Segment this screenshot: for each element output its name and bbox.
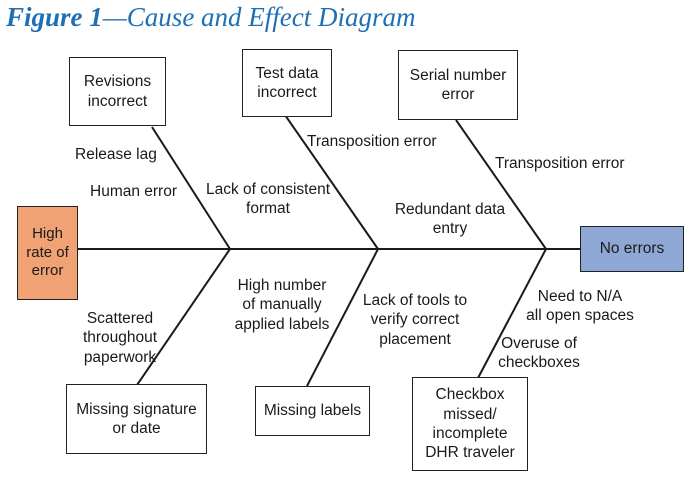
cause-redundant-data-entry: Redundant data entry (394, 201, 506, 238)
missing-labels-box: Missing labels (255, 386, 370, 436)
bone-checkbox (477, 248, 547, 379)
bone-signature (136, 248, 231, 386)
bone-serial (455, 119, 547, 250)
cause-lack-of-consistent-format: Lack of consistent format (205, 181, 331, 218)
revisions-box: Revisions incorrect (69, 57, 166, 126)
cause-transposition-error-test: Transposition error (307, 133, 437, 150)
cause-need-to-na: Need to N/A all open spaces (526, 288, 634, 325)
bone-revisions (151, 126, 231, 250)
cause-scattered-paperwork: Scattered throughout paperwork (82, 310, 158, 366)
cause-release-lag: Release lag (75, 146, 157, 163)
cause-lack-of-tools: Lack of tools to verify correct placemen… (362, 292, 468, 348)
problem-box: High rate of error (17, 206, 78, 300)
cause-manual-labels: High number of manually applied labels (234, 277, 330, 333)
title-dash: — (102, 2, 127, 32)
cause-overuse-checkboxes: Overuse of checkboxes (498, 335, 580, 372)
bone-test-data (284, 114, 379, 250)
bone-labels (306, 248, 379, 387)
effect-box: No errors (580, 226, 684, 272)
cause-transposition-error-serial: Transposition error (495, 155, 625, 172)
missing-signature-box: Missing signature or date (66, 384, 207, 454)
figure-caption: Cause and Effect Diagram (126, 2, 416, 32)
figure-number: Figure 1 (6, 2, 103, 32)
cause-human-error: Human error (90, 183, 177, 200)
serial-number-box: Serial number error (398, 50, 518, 120)
checkbox-box: Checkbox missed/ incomplete DHR traveler (412, 377, 528, 471)
test-data-box: Test data incorrect (242, 49, 332, 117)
figure-title: Figure 1—Cause and Effect Diagram (6, 2, 416, 33)
